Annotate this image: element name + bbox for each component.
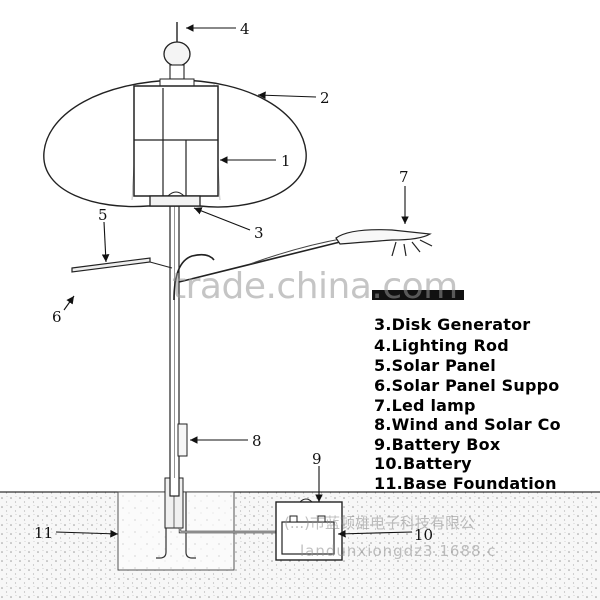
anchor-bolt-right bbox=[185, 492, 196, 559]
callout-1: 1 bbox=[281, 152, 291, 170]
callout-8: 8 bbox=[252, 432, 262, 450]
led-ray-4 bbox=[419, 239, 433, 247]
lamp-arm bbox=[178, 241, 341, 283]
watermark-company-url: landunxiongdz3.1688.c bbox=[300, 542, 497, 560]
wind-solar-controller bbox=[177, 423, 188, 457]
callout-5: 5 bbox=[98, 206, 108, 224]
leader-2 bbox=[257, 91, 317, 100]
legend-item: 3.Disk Generator bbox=[374, 315, 531, 334]
led-ray-2 bbox=[403, 243, 407, 257]
solar-panel-support bbox=[173, 253, 215, 301]
callout-11: 11 bbox=[34, 524, 53, 542]
battery bbox=[281, 521, 335, 555]
battery-terminal-right bbox=[317, 515, 326, 523]
legend-item: 6.Solar Panel Suppo bbox=[374, 376, 560, 395]
legend-item: 11.Base Foundation bbox=[374, 474, 557, 493]
leader-5 bbox=[101, 221, 110, 263]
legend-item: 5.Solar Panel bbox=[374, 356, 496, 375]
callout-4: 4 bbox=[240, 20, 250, 38]
callout-2: 2 bbox=[320, 89, 330, 107]
legend-item: 8.Wind and Solar Co bbox=[374, 415, 561, 434]
solar-panel-strut bbox=[149, 261, 173, 269]
callout-6: 6 bbox=[52, 308, 62, 326]
led-ray-1 bbox=[391, 241, 397, 257]
rotor-body bbox=[133, 85, 219, 197]
watermark-company-cn: (...)市蓝顿雄电子科技有限公 bbox=[284, 514, 476, 532]
legend-item: 9.Battery Box bbox=[374, 435, 501, 454]
leader-11 bbox=[55, 529, 119, 538]
callout-3: 3 bbox=[254, 224, 264, 242]
leader-6 bbox=[63, 295, 75, 311]
leader-10 bbox=[337, 529, 413, 538]
rotor-bottom-knob bbox=[167, 191, 185, 197]
led-ray-3 bbox=[411, 241, 421, 253]
callout-7: 7 bbox=[399, 168, 409, 186]
battery-box-lid-hinge bbox=[299, 498, 313, 503]
leader-3 bbox=[193, 207, 251, 231]
watermark-main: trade.china.com bbox=[172, 266, 458, 307]
callout-9: 9 bbox=[312, 450, 322, 468]
anchor-bolt-left bbox=[156, 492, 167, 559]
callout-10: 10 bbox=[414, 526, 433, 544]
legend-item: 7.Led lamp bbox=[374, 396, 476, 415]
disk-generator bbox=[149, 195, 201, 207]
legend-item: 4.Lighting Rod bbox=[374, 336, 509, 355]
legend-item: 10.Battery bbox=[374, 454, 472, 473]
battery-terminal-left bbox=[289, 515, 298, 523]
legend-cutoff-fragment bbox=[372, 290, 464, 300]
led-lamp-head bbox=[335, 229, 432, 245]
